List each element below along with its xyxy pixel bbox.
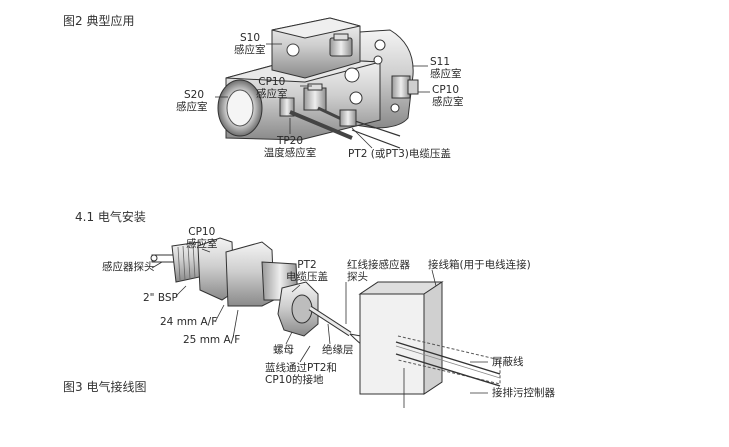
label-s20-code: S20 bbox=[184, 89, 205, 101]
label-s11: S11 感应室 bbox=[430, 56, 462, 80]
label-blue-wire: 蓝线通过PT2和 CP10的接地 bbox=[265, 362, 337, 386]
figure-2-title: 图2 典型应用 bbox=[63, 14, 135, 28]
label-probe: 感应器探头 bbox=[102, 261, 155, 273]
label-blue-wire-l2: CP10的接地 bbox=[265, 374, 324, 386]
figure-3-title: 图3 电气接线图 bbox=[63, 380, 147, 394]
label-shield: 屏蔽线 bbox=[492, 356, 524, 368]
label-cp10-top: CP10 感应室 bbox=[256, 76, 288, 100]
label-red-wire-l2: 探头 bbox=[347, 271, 368, 283]
label-cp10-right: CP10 感应室 bbox=[432, 84, 464, 108]
label-cp10-fig3: CP10 感应室 bbox=[186, 226, 218, 250]
fig3-probe-assembly bbox=[150, 237, 403, 367]
label-s20: S20 感应室 bbox=[176, 89, 208, 113]
label-pt2-fig3-code: PT2 bbox=[297, 259, 317, 271]
label-blue-wire-l1: 蓝线通过PT2和 bbox=[265, 362, 337, 374]
label-cp10-fig3-code: CP10 bbox=[188, 226, 216, 238]
label-s11-name: 感应室 bbox=[430, 68, 462, 80]
section-heading: 4.1 电气安装 bbox=[75, 210, 146, 224]
label-pt2-fig3: PT2 电缆压盖 bbox=[286, 259, 328, 283]
label-red-wire-l1: 红线接感应器 bbox=[347, 259, 410, 271]
label-pt2-gland: PT2 (或PT3)电缆压盖 bbox=[348, 148, 451, 160]
label-cp10-top-code: CP10 bbox=[258, 76, 286, 88]
label-junction-box: 接线箱(用于电线连接) bbox=[428, 259, 531, 271]
fig2-valve-body bbox=[217, 17, 419, 149]
fig3-leaders bbox=[151, 248, 488, 408]
label-24mm: 24 mm A/F bbox=[160, 316, 218, 328]
label-cp10-right-name: 感应室 bbox=[432, 96, 464, 108]
label-tp20-name: 温度感应室 bbox=[263, 147, 317, 159]
label-s10-name: 感应室 bbox=[234, 44, 266, 56]
label-s20-name: 感应室 bbox=[176, 101, 208, 113]
label-nut: 螺母 bbox=[273, 344, 294, 356]
fig2-leaders bbox=[215, 43, 430, 149]
label-tp20-code: TP20 bbox=[276, 135, 304, 147]
label-25mm: 25 mm A/F bbox=[183, 334, 241, 346]
label-red-wire: 红线接感应器 探头 bbox=[347, 259, 410, 283]
label-s10-code: S10 bbox=[240, 32, 261, 44]
label-s11-code: S11 bbox=[430, 56, 451, 68]
label-controller: 接排污控制器 bbox=[492, 387, 555, 399]
label-cp10-top-name: 感应室 bbox=[256, 88, 288, 100]
label-tp20: TP20 温度感应室 bbox=[252, 135, 328, 159]
label-insulation: 绝缘层 bbox=[322, 344, 354, 356]
label-bsp: 2" BSP bbox=[143, 292, 178, 304]
label-pt2-fig3-name: 电缆压盖 bbox=[286, 271, 328, 283]
label-cp10-fig3-name: 感应室 bbox=[186, 238, 218, 250]
label-s10: S10 感应室 bbox=[234, 32, 266, 56]
label-cp10-right-code: CP10 bbox=[432, 84, 460, 96]
fig3-junction-box bbox=[358, 281, 501, 395]
